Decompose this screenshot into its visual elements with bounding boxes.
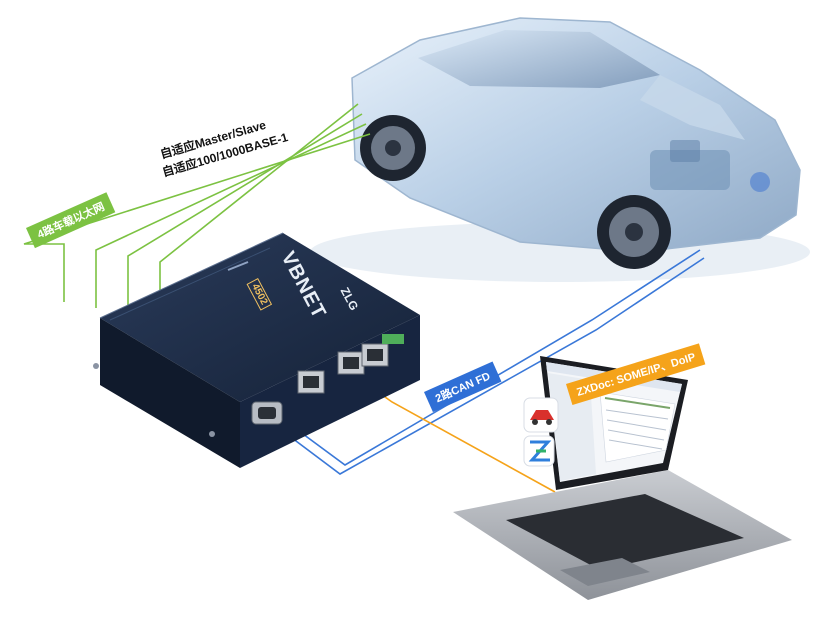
laptop xyxy=(453,356,792,600)
zxdoc-app-icon xyxy=(523,435,555,467)
vbnet-device xyxy=(93,232,420,468)
car xyxy=(310,17,810,282)
rear-wheel xyxy=(360,115,426,181)
front-wheel xyxy=(597,195,671,269)
car-app-icon xyxy=(523,397,559,433)
